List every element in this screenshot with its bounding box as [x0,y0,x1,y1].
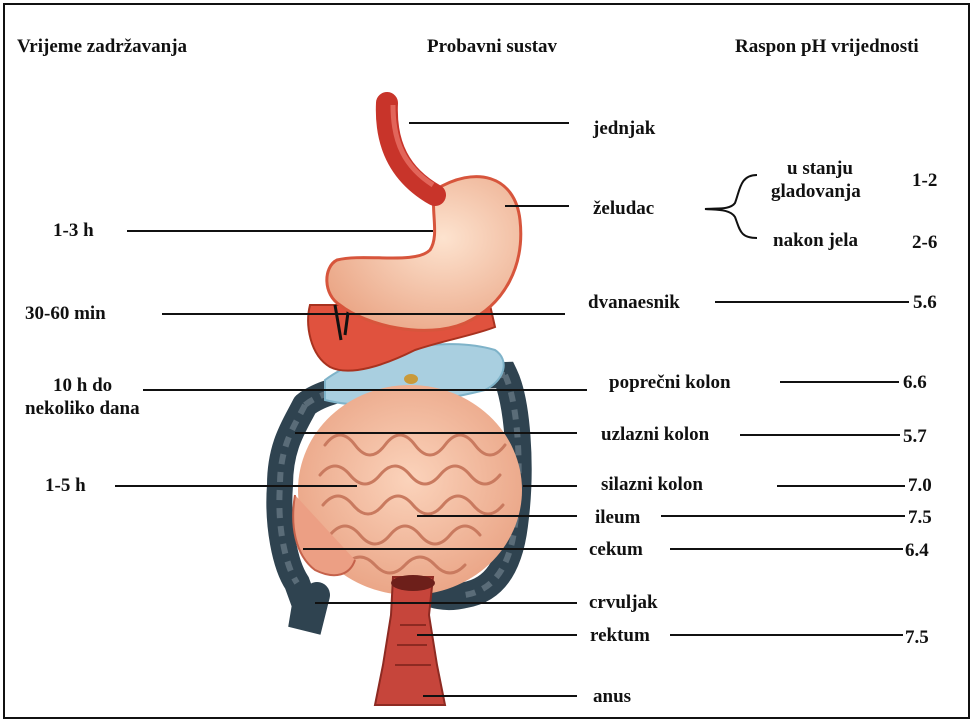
label-rectum: rektum [590,625,650,647]
ph-ascending-colon: 5.7 [903,426,927,448]
label-fed: nakon jela [773,230,858,252]
time-colon-line2: nekoliko dana [25,398,140,420]
label-anus: anus [593,686,631,708]
label-esophagus: jednjak [593,118,655,140]
header-digestive-system: Probavni sustav [427,36,557,58]
label-fasting-line2: gladovanja [771,181,861,203]
ph-rectum: 7.5 [905,627,929,649]
header-retention-time: Vrijeme zadržavanja [17,36,187,58]
small-intestine [293,385,522,595]
label-ascending-colon: uzlazni kolon [601,424,709,446]
label-appendix: crvuljak [589,592,658,614]
label-duodenum: dvanaesnik [588,292,680,314]
label-descending-colon: silazni kolon [601,474,703,496]
label-cecum: cekum [589,539,643,561]
time-stomach: 1-3 h [53,220,94,242]
ph-ileum: 7.5 [908,507,932,529]
ph-stomach-fed: 2-6 [912,232,937,254]
diagram-frame: Vrijeme zadržavanja Probavni sustav Rasp… [3,3,970,719]
label-fasting-line1: u stanju [787,158,853,180]
ph-descending-colon: 7.0 [908,475,932,497]
esophagus [387,103,435,195]
digestive-system-illustration [5,5,970,719]
ph-transverse-colon: 6.6 [903,372,927,394]
time-small-intestine: 1-5 h [45,475,86,497]
header-ph-range: Raspon pH vrijednosti [735,36,919,58]
ph-stomach-fasting: 1-2 [912,170,937,192]
label-stomach: želudac [593,198,654,220]
time-colon-line1: 10 h do [53,375,112,397]
label-ileum: ileum [595,507,640,529]
ph-duodenum: 5.6 [913,292,937,314]
ph-cecum: 6.4 [905,540,929,562]
label-transverse-colon: poprečni kolon [609,372,731,394]
time-duodenum: 30-60 min [25,303,106,325]
